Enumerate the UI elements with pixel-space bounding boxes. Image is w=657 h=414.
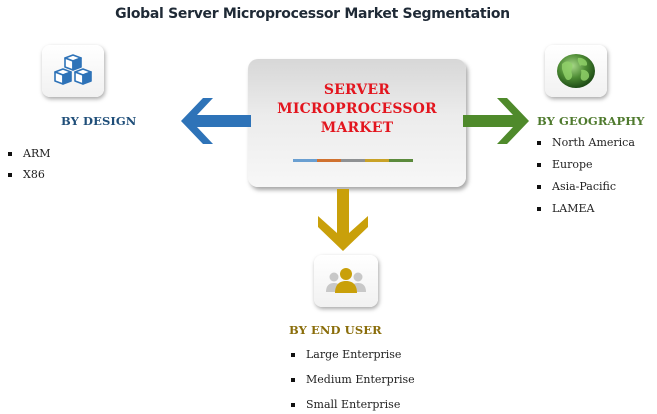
geography-icon-tile <box>545 45 607 97</box>
list-item: ARM <box>8 143 51 164</box>
design-segment-list: ARM X86 <box>8 143 51 185</box>
design-segment-label: BY DESIGN <box>61 114 137 128</box>
arrow-down-icon <box>318 189 368 251</box>
color-bar-green <box>389 159 413 162</box>
color-bar <box>293 159 413 162</box>
bullet-icon <box>291 377 295 382</box>
arrow-right-icon <box>463 98 529 144</box>
geography-segment-list: North America Europe Asia-Pacific LAMEA <box>537 132 635 220</box>
center-title-line-3: MARKET <box>320 120 394 136</box>
end-user-segment-label: BY END USER <box>289 323 382 337</box>
bullet-icon <box>537 141 541 145</box>
list-item: Asia-Pacific <box>537 176 635 198</box>
users-icon <box>326 268 366 293</box>
bullet-icon <box>537 163 541 167</box>
end-user-segment-list: Large Enterprise Medium Enterprise Small… <box>291 342 415 414</box>
color-bar-gray <box>341 159 365 162</box>
bullet-icon <box>291 352 295 357</box>
globe-icon <box>557 54 595 88</box>
bullet-icon <box>291 402 295 407</box>
bullet-icon <box>8 151 12 156</box>
bullet-icon <box>537 207 541 211</box>
color-bar-blue <box>293 159 317 162</box>
list-item: North America <box>537 132 635 154</box>
geography-segment-label: BY GEOGRAPHY <box>537 114 645 128</box>
center-title: SERVER MICROPROCESSOR MARKET <box>248 81 466 138</box>
list-item: Medium Enterprise <box>291 367 415 392</box>
list-item: X86 <box>8 164 51 185</box>
center-title-line-2: MICROPROCESSOR <box>277 101 437 117</box>
arrow-left-icon <box>181 98 251 144</box>
list-item: Small Enterprise <box>291 392 415 414</box>
list-item: Europe <box>537 154 635 176</box>
center-market-box: SERVER MICROPROCESSOR MARKET <box>248 59 466 187</box>
color-bar-gold <box>365 159 389 162</box>
cubes-icon <box>54 54 92 85</box>
color-bar-orange <box>317 159 341 162</box>
diagram-title: Global Server Microprocessor Market Segm… <box>115 6 510 22</box>
end-user-icon-tile <box>314 255 378 307</box>
bullet-icon <box>8 172 12 177</box>
list-item: LAMEA <box>537 198 635 220</box>
bullet-icon <box>537 185 541 189</box>
design-icon-tile <box>42 45 104 97</box>
list-item: Large Enterprise <box>291 342 415 367</box>
center-title-line-1: SERVER <box>323 82 391 98</box>
